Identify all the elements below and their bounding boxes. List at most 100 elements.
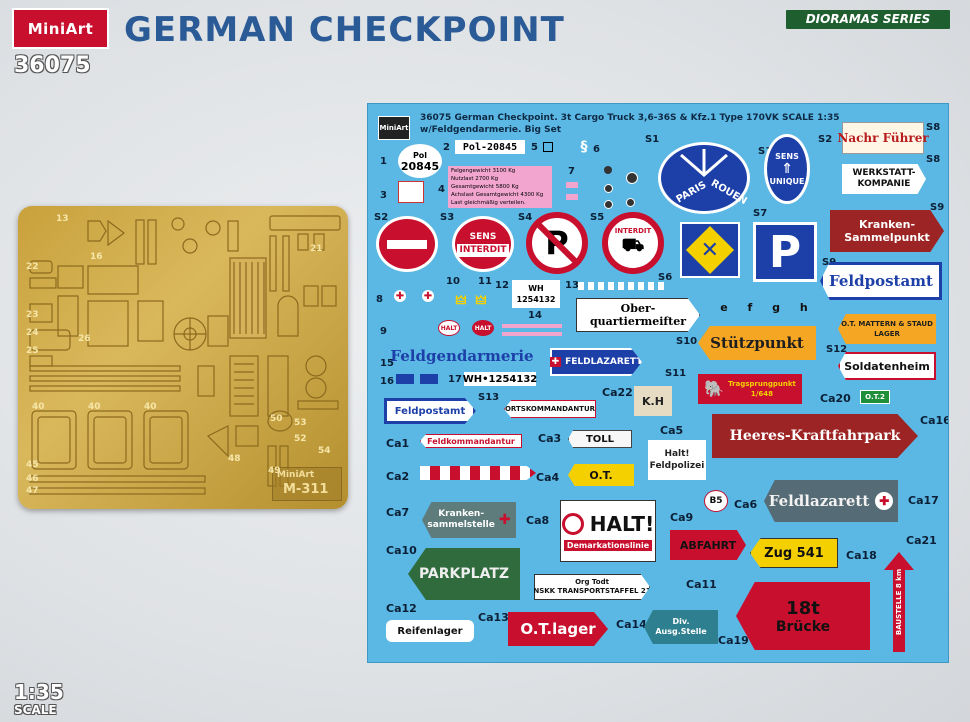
- label-ca19: Ca19: [718, 634, 749, 647]
- label-s8b: S8: [926, 154, 941, 165]
- kranken-sammelstelle-text: Kranken- sammelstelle: [427, 509, 495, 530]
- brand-name: MiniArt: [27, 19, 94, 38]
- label-s8a: S8: [926, 122, 941, 133]
- abfahrt-sign: ABFAHRT: [670, 530, 746, 560]
- label-s2b: S2: [374, 212, 389, 223]
- label-10: 10: [446, 276, 460, 287]
- fret-part-number: 22: [26, 262, 39, 272]
- feldlazarett-big-text: Feldlazarett: [768, 492, 870, 510]
- label-s1b: S1: [758, 146, 773, 157]
- sens-interdit-line2: INTERDIT: [457, 244, 509, 257]
- bruecke-text: Brücke: [775, 618, 831, 635]
- tragsprung-text: Tragsprungpunkt 1/648: [728, 380, 796, 398]
- paris-rouen-sign: PARIS ROUEN: [658, 142, 750, 214]
- pol-small-text: Pol: [412, 151, 428, 160]
- fret-part-number: 16: [90, 252, 103, 262]
- small-tag-7a: [566, 182, 578, 188]
- strip-14b: [502, 332, 562, 336]
- sens-interdit-line1: SENS: [469, 232, 497, 242]
- div-ausg-stelle-sign: Div. Ausg.Stelle: [644, 610, 718, 644]
- label-17: 17: [448, 374, 462, 385]
- weights-plate: Felgengewicht 3100 Kg Nutzlast 2700 Kg G…: [448, 166, 552, 208]
- halt-small-round-2: HALT: [472, 320, 494, 336]
- interdit-text: INTERDIT: [614, 227, 652, 235]
- no-entry-bar: [387, 239, 427, 249]
- feldgendarmerie-text: Feldgendarmerie: [390, 347, 534, 365]
- fret-code: M-311: [283, 482, 329, 497]
- fret-part-number: 40: [88, 402, 101, 412]
- label-s13: S13: [478, 392, 500, 403]
- weight-line-4: Achslast Gesamtgewicht 4300 Kg: [451, 192, 544, 198]
- label-s5: S5: [590, 212, 605, 223]
- label-s6: S6: [658, 272, 673, 283]
- label-ca22: Ca22: [602, 386, 633, 399]
- b5-sign: B5: [704, 490, 728, 512]
- weight-line-5: Last gleichmäßig verteilen.: [451, 200, 526, 206]
- scale-value: 1:35: [14, 680, 64, 704]
- scale-mark: 1:35 SCALE: [14, 682, 64, 716]
- label-s7: S7: [753, 208, 768, 219]
- label-3: 3: [380, 190, 387, 201]
- label-ca18: Ca18: [846, 549, 877, 562]
- wh-plate-small: WH 1254132: [512, 280, 560, 308]
- paris-rouen-arrows: [680, 149, 728, 177]
- stuetzpunkt-sign: Stützpunkt: [698, 326, 816, 360]
- label-s1a: S1: [645, 134, 660, 145]
- fret-part-number: 40: [144, 402, 157, 412]
- fret-part-number: 49: [268, 466, 281, 476]
- sens-unique-sign: SENS ⇑ UNIQUE: [764, 134, 810, 204]
- priority-road-sign: ✕: [680, 222, 740, 278]
- halt-feldpolizei-sign: Halt! Feldpolizei: [648, 440, 706, 480]
- kranken-sammelstelle-sign: Kranken- sammelstelle ✚: [422, 502, 516, 538]
- label-ca16: Ca16: [920, 414, 949, 427]
- bruecke-weight-text: 18t: [786, 597, 820, 619]
- halt-small-round: HALT: [438, 320, 460, 336]
- label-s4: S4: [518, 212, 533, 223]
- fret-part-number: 40: [32, 402, 45, 412]
- pol-plate: Pol-20845: [455, 140, 525, 154]
- label-ca7: Ca7: [386, 506, 410, 519]
- label-s2a: S2: [818, 134, 833, 145]
- label-ca2: Ca2: [386, 470, 410, 483]
- label-s12: S12: [826, 344, 848, 355]
- dot-c: [604, 200, 613, 209]
- fret-part-number: 13: [56, 214, 69, 224]
- label-9: 9: [380, 326, 387, 337]
- nachr-fuehrer-sign: Nachr Führer: [837, 122, 929, 154]
- ot-yellow-sign: O.T.: [568, 464, 634, 486]
- label-ca1: Ca1: [386, 437, 410, 450]
- label-ca12: Ca12: [386, 602, 417, 615]
- sheet-header-line1: 36075 German Checkpoint. 3t Cargo Truck …: [420, 113, 840, 123]
- decal-sheet: MiniArt 36075 German Checkpoint. 3t Carg…: [367, 103, 949, 663]
- gauge-dial: [626, 172, 638, 184]
- parkplatz-sign: PARKPLATZ: [408, 548, 520, 600]
- halt-demarkation-sign: HALT! Demarkationslinie: [560, 500, 656, 562]
- eagle-icon: 🜲: [455, 292, 467, 307]
- wh-small-text: WH: [528, 284, 544, 293]
- fret-part-number: 53: [294, 418, 307, 428]
- ot2-sign: O.T.2: [860, 390, 890, 404]
- fret-parts-drawing: [29, 215, 341, 495]
- feldlazarett-big-sign: Feldlazarett ✚: [764, 480, 898, 522]
- parking-sign: P: [753, 222, 817, 282]
- weight-line-2: Nutzlast 2700 Kg: [451, 176, 499, 182]
- reifenlager-sign: Reifenlager: [386, 620, 474, 642]
- kh-sign: K.H: [634, 386, 672, 416]
- series-badge: DIORAMAS SERIES: [786, 10, 950, 29]
- fret-part-number: 48: [228, 454, 241, 464]
- label-13: 13: [565, 280, 579, 291]
- fret-part-number: 52: [294, 434, 307, 444]
- label-4: 4: [438, 184, 445, 195]
- demarkation-text: Demarkationslinie: [563, 539, 653, 551]
- oberquartiermeister-sign: Ober- quartiermeifter: [576, 298, 700, 332]
- label-ca11: Ca11: [686, 578, 717, 591]
- halt-row: HALT!: [561, 511, 655, 536]
- halt-big-text: HALT!: [589, 511, 655, 536]
- dot-b: [604, 184, 613, 193]
- weight-line-1: Felgengewicht 3100 Kg: [451, 168, 516, 174]
- baustelle-text: BAUSTELLE 8 km: [895, 568, 903, 636]
- wh-number-text: 1254132: [516, 295, 556, 304]
- fret-part-number: 25: [26, 346, 39, 356]
- feldkommandantur-sign: Feldkommandantur: [420, 434, 522, 448]
- feldlazarett-small-sign: ✚ FELDLAZARETT: [550, 348, 642, 376]
